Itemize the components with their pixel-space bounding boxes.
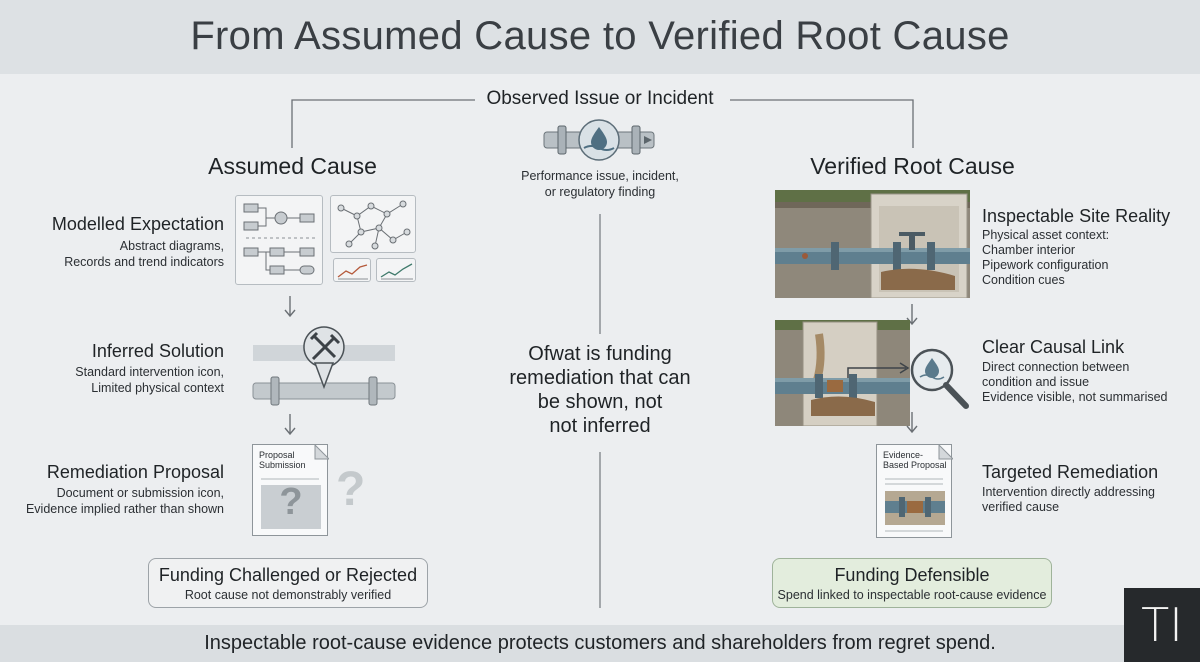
chamber-site-photo xyxy=(775,190,970,298)
funding-challenged-box xyxy=(148,558,428,608)
down-arrow-icon xyxy=(906,412,918,434)
observed-caption-2: or regulatory finding xyxy=(544,185,656,199)
ofwat-line-4: not inferred xyxy=(549,415,651,437)
site-reality-line-1: Physical asset context: xyxy=(982,228,1110,242)
remediation-proposal-line-2: Evidence implied rather than shown xyxy=(25,502,224,516)
remediation-proposal-title: Remediation Proposal xyxy=(46,462,224,482)
flowchart-icon xyxy=(243,203,316,275)
site-reality-line-3: Pipework configuration xyxy=(982,258,1109,272)
ti-logo: TI xyxy=(1124,588,1200,662)
inferred-solution-line-1: Standard intervention icon, xyxy=(75,365,224,379)
down-arrow-icon xyxy=(284,414,296,436)
remediation-proposal-line-1: Document or submission icon, xyxy=(56,486,224,500)
ofwat-line-3: be shown, not xyxy=(537,391,663,413)
network-graph-icon xyxy=(337,200,411,250)
funding-challenged-sub: Root cause not demonstrably verified xyxy=(184,588,392,602)
targeted-remediation-line-1: Intervention directly addressing xyxy=(982,485,1156,499)
targeted-remediation-line-2: verified cause xyxy=(982,500,1060,514)
modelled-expectation-line-2: Records and trend indicators xyxy=(64,255,224,269)
site-reality-line-4: Condition cues xyxy=(982,273,1065,287)
pipe-corrosion-photo xyxy=(775,320,910,426)
modelled-expectation-line-1: Abstract diagrams, xyxy=(119,239,224,253)
observed-issue-heading: Observed Issue or Incident xyxy=(486,88,714,109)
targeted-remediation-title: Targeted Remediation xyxy=(982,462,1159,482)
site-reality-line-2: Chamber interior xyxy=(982,243,1076,257)
page-title: From Assumed Cause to Verified Root Caus… xyxy=(190,14,1010,58)
funding-defensible-title: Funding Defensible xyxy=(834,565,990,585)
flowchart-panel xyxy=(235,195,323,285)
trend-chart-icon-a xyxy=(333,258,371,282)
causal-link-line-2: condition and issue xyxy=(982,375,1090,389)
observed-caption-1: Performance issue, incident, xyxy=(521,169,679,183)
top-connector-lines xyxy=(291,99,914,148)
inferred-solution-line-2: Limited physical context xyxy=(91,381,224,395)
proposal-doc-label-2: Submission xyxy=(259,460,306,470)
site-reality-title: Inspectable Site Reality xyxy=(982,206,1171,226)
question-mark-icon: ? xyxy=(279,481,303,523)
down-arrow-icon xyxy=(284,296,296,318)
proposal-doc-label-1: Proposal xyxy=(259,450,295,460)
pipe-water-icon xyxy=(543,119,655,161)
tool-pipe-icon xyxy=(252,326,396,406)
footer-statement: Inspectable root-cause evidence protects… xyxy=(204,632,996,654)
funding-defensible-sub: Spend linked to inspectable root-cause e… xyxy=(777,588,1047,602)
evidence-doc-label-1: Evidence- xyxy=(883,450,924,460)
causal-link-line-3: Evidence visible, not summarised xyxy=(982,390,1168,404)
magnifier-link-icon xyxy=(847,348,969,409)
title-band xyxy=(0,0,1200,74)
causal-link-line-1: Direct connection between xyxy=(982,360,1130,374)
center-divider xyxy=(599,214,601,608)
footer-band xyxy=(0,625,1200,662)
verified-root-cause-heading: Verified Root Cause xyxy=(810,153,1015,179)
evidence-document-icon: Evidence- Based Proposal xyxy=(876,444,953,538)
proposal-document-icon: Proposal Submission ? xyxy=(252,444,329,536)
inferred-solution-title: Inferred Solution xyxy=(91,341,224,361)
funding-challenged-title: Funding Challenged or Rejected xyxy=(158,565,418,585)
ofwat-line-1: Ofwat is funding xyxy=(528,343,672,365)
ofwat-line-2: remediation that can xyxy=(509,367,691,389)
causal-link-title: Clear Causal Link xyxy=(982,337,1125,357)
funding-defensible-box xyxy=(772,558,1052,608)
modelled-expectation-title: Modelled Expectation xyxy=(51,214,224,234)
logo-text: TI xyxy=(1141,598,1183,652)
network-panel xyxy=(330,195,416,253)
assumed-cause-heading: Assumed Cause xyxy=(208,153,377,179)
question-mark-icon: ? xyxy=(336,463,366,516)
evidence-doc-label-2: Based Proposal xyxy=(883,460,947,470)
trend-chart-icon-b xyxy=(376,258,416,282)
